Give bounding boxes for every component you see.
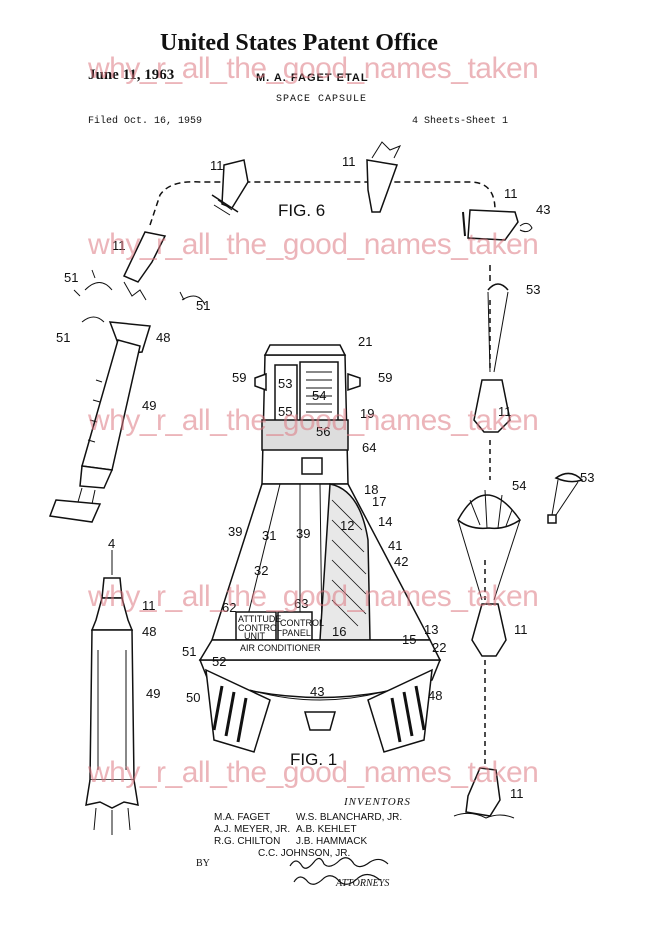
ref-numeral: 48 — [428, 688, 442, 703]
air-conditioner-label: AIR CONDITIONER — [240, 643, 321, 653]
control-unit-label: CONTROL — [238, 623, 282, 633]
ref-numeral: 64 — [362, 440, 376, 455]
capsule-icon — [366, 141, 402, 213]
ref-numeral: 11 — [112, 238, 126, 253]
ref-numeral: 49 — [142, 398, 156, 413]
ref-numeral: 51 — [56, 330, 70, 345]
ref-numeral: 49 — [146, 686, 160, 701]
inventor-name: R.G. CHILTON — [214, 836, 281, 847]
capsule-splashdown-icon — [453, 767, 515, 819]
inventor-line: M. A. FAGET ETAL — [256, 72, 369, 84]
capsule-icon — [471, 603, 507, 657]
ref-numeral: 39 — [228, 524, 242, 539]
ref-numeral: 62 — [222, 600, 236, 615]
ref-numeral: 12 — [340, 518, 354, 533]
capsule-cutaway-drawing — [198, 344, 442, 753]
inventor-name: C.C. JOHNSON, JR. — [258, 848, 351, 859]
ref-numeral: 39 — [296, 526, 310, 541]
capsule-icon — [211, 159, 249, 216]
unit-label: UNIT — [244, 631, 265, 641]
ref-numeral: 50 — [186, 690, 200, 705]
ref-numeral: 51 — [64, 270, 78, 285]
small-parachute-drawing — [547, 472, 584, 524]
patent-office-heading: United States Patent Office — [160, 30, 438, 56]
ref-numeral: 22 — [432, 640, 446, 655]
inventor-name: A.J. MEYER, JR. — [214, 824, 291, 835]
ref-numeral: 15 — [402, 632, 416, 647]
launch-booster-drawing — [85, 550, 139, 835]
descent-path — [484, 300, 491, 770]
ref-numeral: 63 — [294, 596, 308, 611]
ref-numeral: 31 — [262, 528, 276, 543]
ref-numeral: 56 — [316, 424, 330, 439]
ref-numeral: 48 — [156, 330, 170, 345]
ref-numeral: 11 — [510, 786, 524, 801]
ref-numeral: 51 — [196, 298, 210, 313]
ref-numeral: 11 — [342, 154, 356, 169]
ref-numeral: 51 — [182, 644, 196, 659]
drogue-chute-drawing — [487, 283, 509, 373]
filed-date: Filed Oct. 16, 1959 — [88, 116, 203, 127]
ref-numeral: 14 — [378, 514, 392, 529]
ref-numeral: 11 — [498, 404, 512, 419]
by-label: BY — [196, 858, 210, 869]
ref-numeral: 43 — [310, 684, 324, 699]
ref-numeral: 11 — [210, 158, 224, 173]
sheet-number: 4 Sheets-Sheet 1 — [412, 116, 509, 127]
patent-title: SPACE CAPSULE — [276, 94, 368, 105]
ref-numeral: 18 — [364, 482, 378, 497]
reference-numerals: 11 11 11 11 11 11 11 11 43 51 51 51 48 4… — [56, 154, 594, 801]
ref-numeral: 17 — [372, 494, 386, 509]
attorney-signature — [289, 857, 389, 885]
ref-numeral: 19 — [360, 406, 374, 421]
inventor-name: J.B. HAMMACK — [296, 836, 368, 847]
ref-numeral: 54 — [512, 478, 526, 493]
ref-numeral: 11 — [504, 186, 518, 201]
booster-rocket-drawing — [48, 321, 151, 523]
ref-numeral: 13 — [424, 622, 438, 637]
inventor-name: A.B. KEHLET — [296, 824, 357, 835]
ref-numeral: 52 — [212, 654, 226, 669]
ref-numeral: 59 — [232, 370, 246, 385]
ref-numeral: 11 — [142, 598, 156, 613]
ref-numeral: 48 — [142, 624, 156, 639]
inventor-name: W.S. BLANCHARD, JR. — [296, 812, 403, 823]
patent-date: June 11, 1963 — [88, 67, 175, 83]
ref-numeral: 53 — [580, 470, 594, 485]
ref-numeral: 11 — [514, 622, 528, 637]
separation-burst — [73, 269, 206, 323]
ref-numeral: 55 — [278, 404, 292, 419]
capsule-icon — [462, 209, 519, 241]
inventors-heading: INVENTORS — [344, 796, 411, 808]
ref-numeral: 42 — [394, 554, 408, 569]
ref-numeral: 16 — [332, 624, 346, 639]
control-panel-label-1: CONTROL — [280, 618, 324, 628]
ref-numeral: 53 — [278, 376, 292, 391]
main-parachute-drawing — [457, 489, 522, 601]
capsule-icon — [473, 379, 511, 433]
ref-numeral: 59 — [378, 370, 392, 385]
ref-numeral: 53 — [526, 282, 540, 297]
control-panel-label-2: PANEL — [282, 628, 311, 638]
ref-numeral: 32 — [254, 563, 268, 578]
fig6-trajectory — [149, 181, 496, 285]
ref-numeral: 54 — [312, 388, 326, 403]
attitude-label: ATTITUDE — [238, 614, 281, 624]
capsule-icon — [122, 231, 167, 301]
fig6-label: FIG. 6 — [278, 201, 325, 220]
inventor-name: M.A. FAGET — [214, 812, 271, 823]
ref-numeral: 4 — [108, 536, 115, 551]
escape-tower-icon — [519, 222, 533, 233]
attorneys-label: ATTORNEYS — [336, 878, 390, 889]
ref-numeral: 21 — [358, 334, 372, 349]
ref-numeral: 43 — [536, 202, 550, 217]
fig1-label: FIG. 1 — [290, 750, 337, 769]
ref-numeral: 41 — [388, 538, 402, 553]
